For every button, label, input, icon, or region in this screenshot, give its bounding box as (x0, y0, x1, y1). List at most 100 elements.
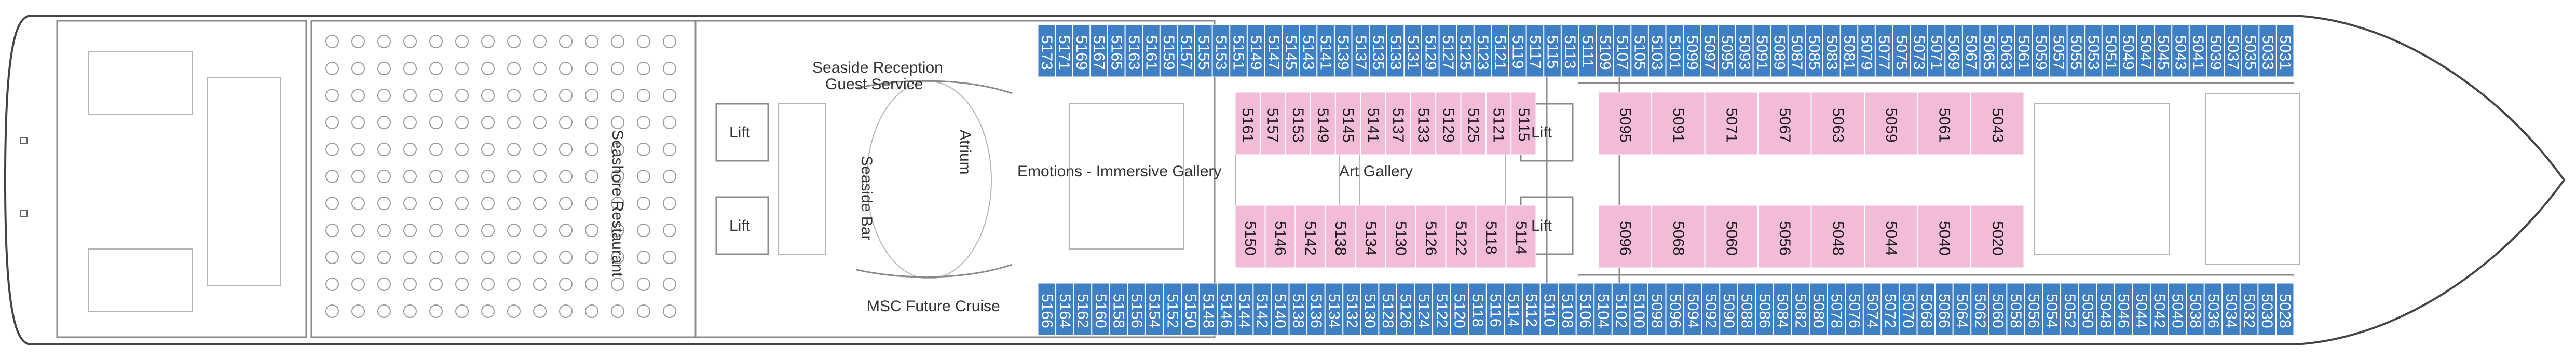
cabin-outside[interactable] (2206, 24, 2225, 77)
cabin-outside[interactable] (1456, 24, 1474, 77)
cabin-outside[interactable] (1858, 24, 1875, 77)
cabin-inside[interactable] (1295, 205, 1326, 268)
cabin-outside[interactable] (1468, 283, 1487, 336)
cabin-inside[interactable] (1971, 92, 2024, 155)
cabin-outside[interactable] (2189, 24, 2207, 77)
cabin-outside[interactable] (1386, 24, 1405, 77)
cabin-inside[interactable] (1485, 92, 1511, 155)
cabin-outside[interactable] (1235, 283, 1253, 336)
cabin-outside[interactable] (1264, 24, 1283, 77)
cabin-outside[interactable] (2024, 283, 2043, 336)
cabin-outside[interactable] (1325, 283, 1343, 336)
cabin-outside[interactable] (1212, 24, 1230, 77)
cabin-outside[interactable] (1414, 283, 1433, 336)
cabin-outside[interactable] (1613, 24, 1631, 77)
cabin-outside[interactable] (2154, 24, 2172, 77)
cabin-inside[interactable] (1446, 205, 1476, 268)
cabin-inside[interactable] (1335, 92, 1361, 155)
cabin-outside[interactable] (2007, 283, 2025, 336)
cabin-outside[interactable] (1439, 24, 1457, 77)
cabin-outside[interactable] (1666, 283, 1684, 336)
cabin-inside[interactable] (1385, 92, 1411, 155)
cabin-outside[interactable] (1578, 24, 1597, 77)
cabin-outside[interactable] (2102, 24, 2120, 77)
cabin-outside[interactable] (1343, 283, 1361, 336)
cabin-inside[interactable] (1260, 92, 1286, 155)
cabin-outside[interactable] (2172, 24, 2189, 77)
cabin-outside[interactable] (1892, 24, 1911, 77)
cabin-outside[interactable] (1770, 24, 1788, 77)
cabin-outside[interactable] (1540, 283, 1559, 336)
cabin-outside[interactable] (1491, 24, 1509, 77)
cabin-outside[interactable] (1107, 24, 1125, 77)
cabin-outside[interactable] (1576, 283, 1594, 336)
cabin-outside[interactable] (2061, 283, 2079, 336)
cabin-outside[interactable] (1648, 24, 1666, 77)
cabin-outside[interactable] (1805, 24, 1823, 77)
cabin-outside[interactable] (1630, 283, 1648, 336)
cabin-inside[interactable] (1415, 205, 1446, 268)
cabin-outside[interactable] (2114, 283, 2133, 336)
cabin-outside[interactable] (1072, 24, 1091, 77)
cabin-outside[interactable] (2014, 24, 2033, 77)
cabin-outside[interactable] (1474, 24, 1492, 77)
cabin-outside[interactable] (1253, 283, 1271, 336)
cabin-outside[interactable] (1352, 24, 1370, 77)
cabin-outside[interactable] (1935, 283, 1953, 336)
cabin-outside[interactable] (1289, 283, 1307, 336)
cabin-outside[interactable] (2224, 24, 2242, 77)
cabin-inside[interactable] (1864, 92, 1918, 155)
cabin-outside[interactable] (1544, 24, 1561, 77)
cabin-inside[interactable] (1864, 205, 1918, 268)
cabin-outside[interactable] (1988, 283, 2007, 336)
cabin-outside[interactable] (1753, 24, 1771, 77)
cabin-outside[interactable] (1433, 283, 1451, 336)
cabin-inside[interactable] (1652, 205, 1705, 268)
cabin-outside[interactable] (2137, 24, 2155, 77)
cabin-outside[interactable] (1910, 24, 1928, 77)
cabin-inside[interactable] (1235, 205, 1265, 268)
cabin-outside[interactable] (1647, 283, 1666, 336)
cabin-inside[interactable] (1917, 92, 1971, 155)
cabin-inside[interactable] (1360, 92, 1386, 155)
cabin-inside[interactable] (1811, 205, 1864, 268)
cabin-outside[interactable] (1612, 283, 1630, 336)
cabin-outside[interactable] (2168, 283, 2187, 336)
cabin-outside[interactable] (1773, 283, 1792, 336)
cabin-outside[interactable] (1561, 24, 1579, 77)
cabin-inside[interactable] (1436, 92, 1461, 155)
cabin-outside[interactable] (2275, 283, 2294, 336)
cabin-outside[interactable] (1684, 283, 1702, 336)
cabin-outside[interactable] (1666, 24, 1684, 77)
cabin-outside[interactable] (1755, 283, 1774, 336)
cabin-inside[interactable] (1355, 205, 1386, 268)
cabin-outside[interactable] (2067, 24, 2085, 77)
cabin-inside[interactable] (1476, 205, 1506, 268)
cabin-outside[interactable] (1791, 283, 1810, 336)
cabin-outside[interactable] (1875, 24, 1893, 77)
cabin-inside[interactable] (1652, 92, 1705, 155)
cabin-outside[interactable] (1788, 24, 1806, 77)
cabin-outside[interactable] (1181, 283, 1200, 336)
cabin-outside[interactable] (1504, 283, 1522, 336)
cabin-outside[interactable] (1509, 24, 1526, 77)
cabin-outside[interactable] (2042, 283, 2061, 336)
cabin-inside[interactable] (1285, 92, 1311, 155)
cabin-outside[interactable] (1299, 24, 1317, 77)
cabin-outside[interactable] (1971, 283, 1989, 336)
cabin-outside[interactable] (1823, 24, 1841, 77)
cabin-inside[interactable] (1598, 92, 1652, 155)
cabin-outside[interactable] (2204, 283, 2223, 336)
cabin-outside[interactable] (2276, 24, 2294, 77)
cabin-outside[interactable] (1055, 24, 1073, 77)
cabin-outside[interactable] (1962, 24, 1980, 77)
cabin-outside[interactable] (2240, 283, 2258, 336)
cabin-outside[interactable] (1953, 283, 1971, 336)
cabin-inside[interactable] (1235, 92, 1260, 155)
cabin-outside[interactable] (1522, 283, 1541, 336)
cabin-outside[interactable] (1735, 24, 1753, 77)
cabin-outside[interactable] (1980, 24, 1998, 77)
cabin-outside[interactable] (1718, 24, 1736, 77)
cabin-outside[interactable] (1073, 283, 1092, 336)
cabin-outside[interactable] (1594, 283, 1612, 336)
